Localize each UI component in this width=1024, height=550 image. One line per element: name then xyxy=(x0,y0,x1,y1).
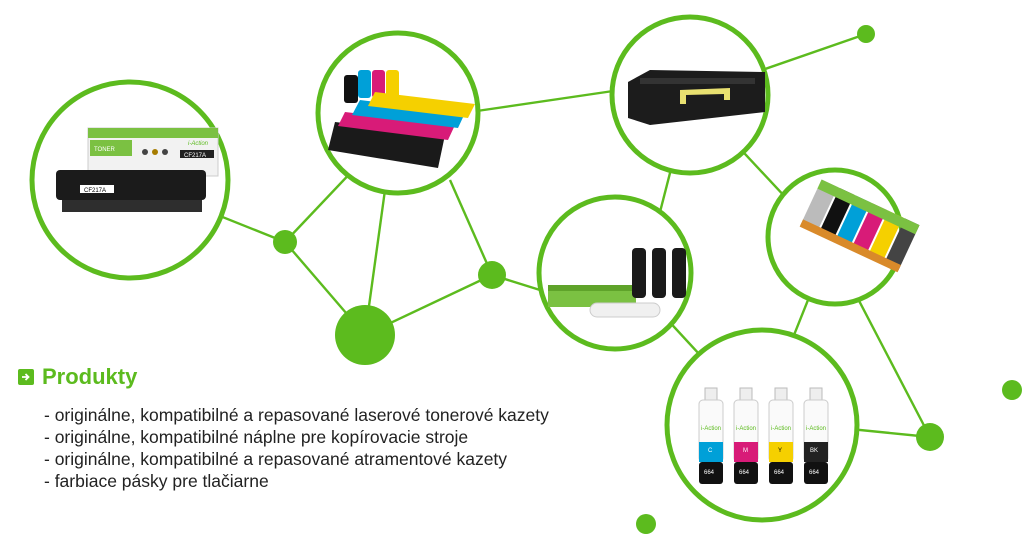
products-heading: Produkty xyxy=(18,364,549,390)
copier-toner-bottle xyxy=(672,248,686,298)
toner-model-label: CF217A xyxy=(84,188,106,194)
color-toner-circle xyxy=(315,30,481,196)
ink-code-label: 664 xyxy=(739,470,750,476)
ink-brand-label: i-Action xyxy=(806,426,826,432)
network-line xyxy=(469,88,621,114)
toner-powder-bottle xyxy=(386,70,399,98)
toner-box-label: TONER xyxy=(94,147,116,153)
list-item: - originálne, kompatibilné náplne pre ko… xyxy=(44,427,469,447)
section-title: Produkty xyxy=(42,364,138,389)
ink-code-label: 664 xyxy=(704,470,715,476)
network-dot xyxy=(857,25,875,43)
copier-toner-bottle xyxy=(632,248,646,298)
toner-powder-bottle xyxy=(372,70,385,98)
list-item: - farbiace pásky pre tlačiarne xyxy=(44,471,269,491)
ink-bottle-magenta: i-Action M 664 xyxy=(733,387,759,484)
ink-bottle-circle: i-Action C 664 i-Action M 664 i-Action Y… xyxy=(664,327,860,523)
toner-cartridge-image xyxy=(56,170,206,200)
ink-color-label: M xyxy=(743,448,748,454)
ink-brand-label: i-Action xyxy=(736,426,756,432)
ink-color-label: C xyxy=(708,448,713,454)
network-line xyxy=(448,179,494,276)
toner-brand-label: i-Action xyxy=(188,141,209,147)
network-dot xyxy=(273,230,297,254)
product-list: - originálne, kompatibilné a repasované … xyxy=(44,404,549,492)
toner-cartridge-magenta xyxy=(338,112,455,140)
network-dot-large xyxy=(335,305,395,365)
products-section: Produkty - originálne, kompatibilné a re… xyxy=(18,364,549,492)
arrow-right-box-icon xyxy=(18,369,34,385)
ink-code-label: 664 xyxy=(774,470,785,476)
network-dot xyxy=(916,423,944,451)
toner-cartridge-circle: TONER TONER i-Action CF217A CF217A xyxy=(29,79,231,281)
copier-toner-tube xyxy=(589,302,661,318)
copier-toner-bottle xyxy=(652,248,666,298)
network-dot xyxy=(636,514,656,534)
toner-cartridge-yellow xyxy=(368,92,475,118)
ink-bottle-black: i-Action BK 664 xyxy=(803,387,829,484)
laser-toner-circle xyxy=(609,14,771,176)
toner-powder-bottle xyxy=(358,70,371,98)
network-dot xyxy=(1002,380,1022,400)
ink-code-label: 664 xyxy=(809,470,820,476)
ink-brand-label: i-Action xyxy=(771,426,791,432)
network-dot xyxy=(478,261,506,289)
list-item: - originálne, kompatibilné a repasované … xyxy=(44,405,549,425)
list-item: - originálne, kompatibilné a repasované … xyxy=(44,449,508,469)
ink-bottle-cyan: i-Action C 664 xyxy=(698,387,724,484)
toner-powder-bottle xyxy=(344,75,358,103)
ink-color-label: Y xyxy=(778,448,782,454)
ink-cartridge-circle xyxy=(765,167,920,307)
ink-color-label: BK xyxy=(810,448,818,454)
toner-model-label: CF217A xyxy=(184,153,206,159)
ink-bottle-yellow: i-Action Y 664 xyxy=(768,387,794,484)
ink-brand-label: i-Action xyxy=(701,426,721,432)
copier-toner-circle xyxy=(536,194,694,352)
